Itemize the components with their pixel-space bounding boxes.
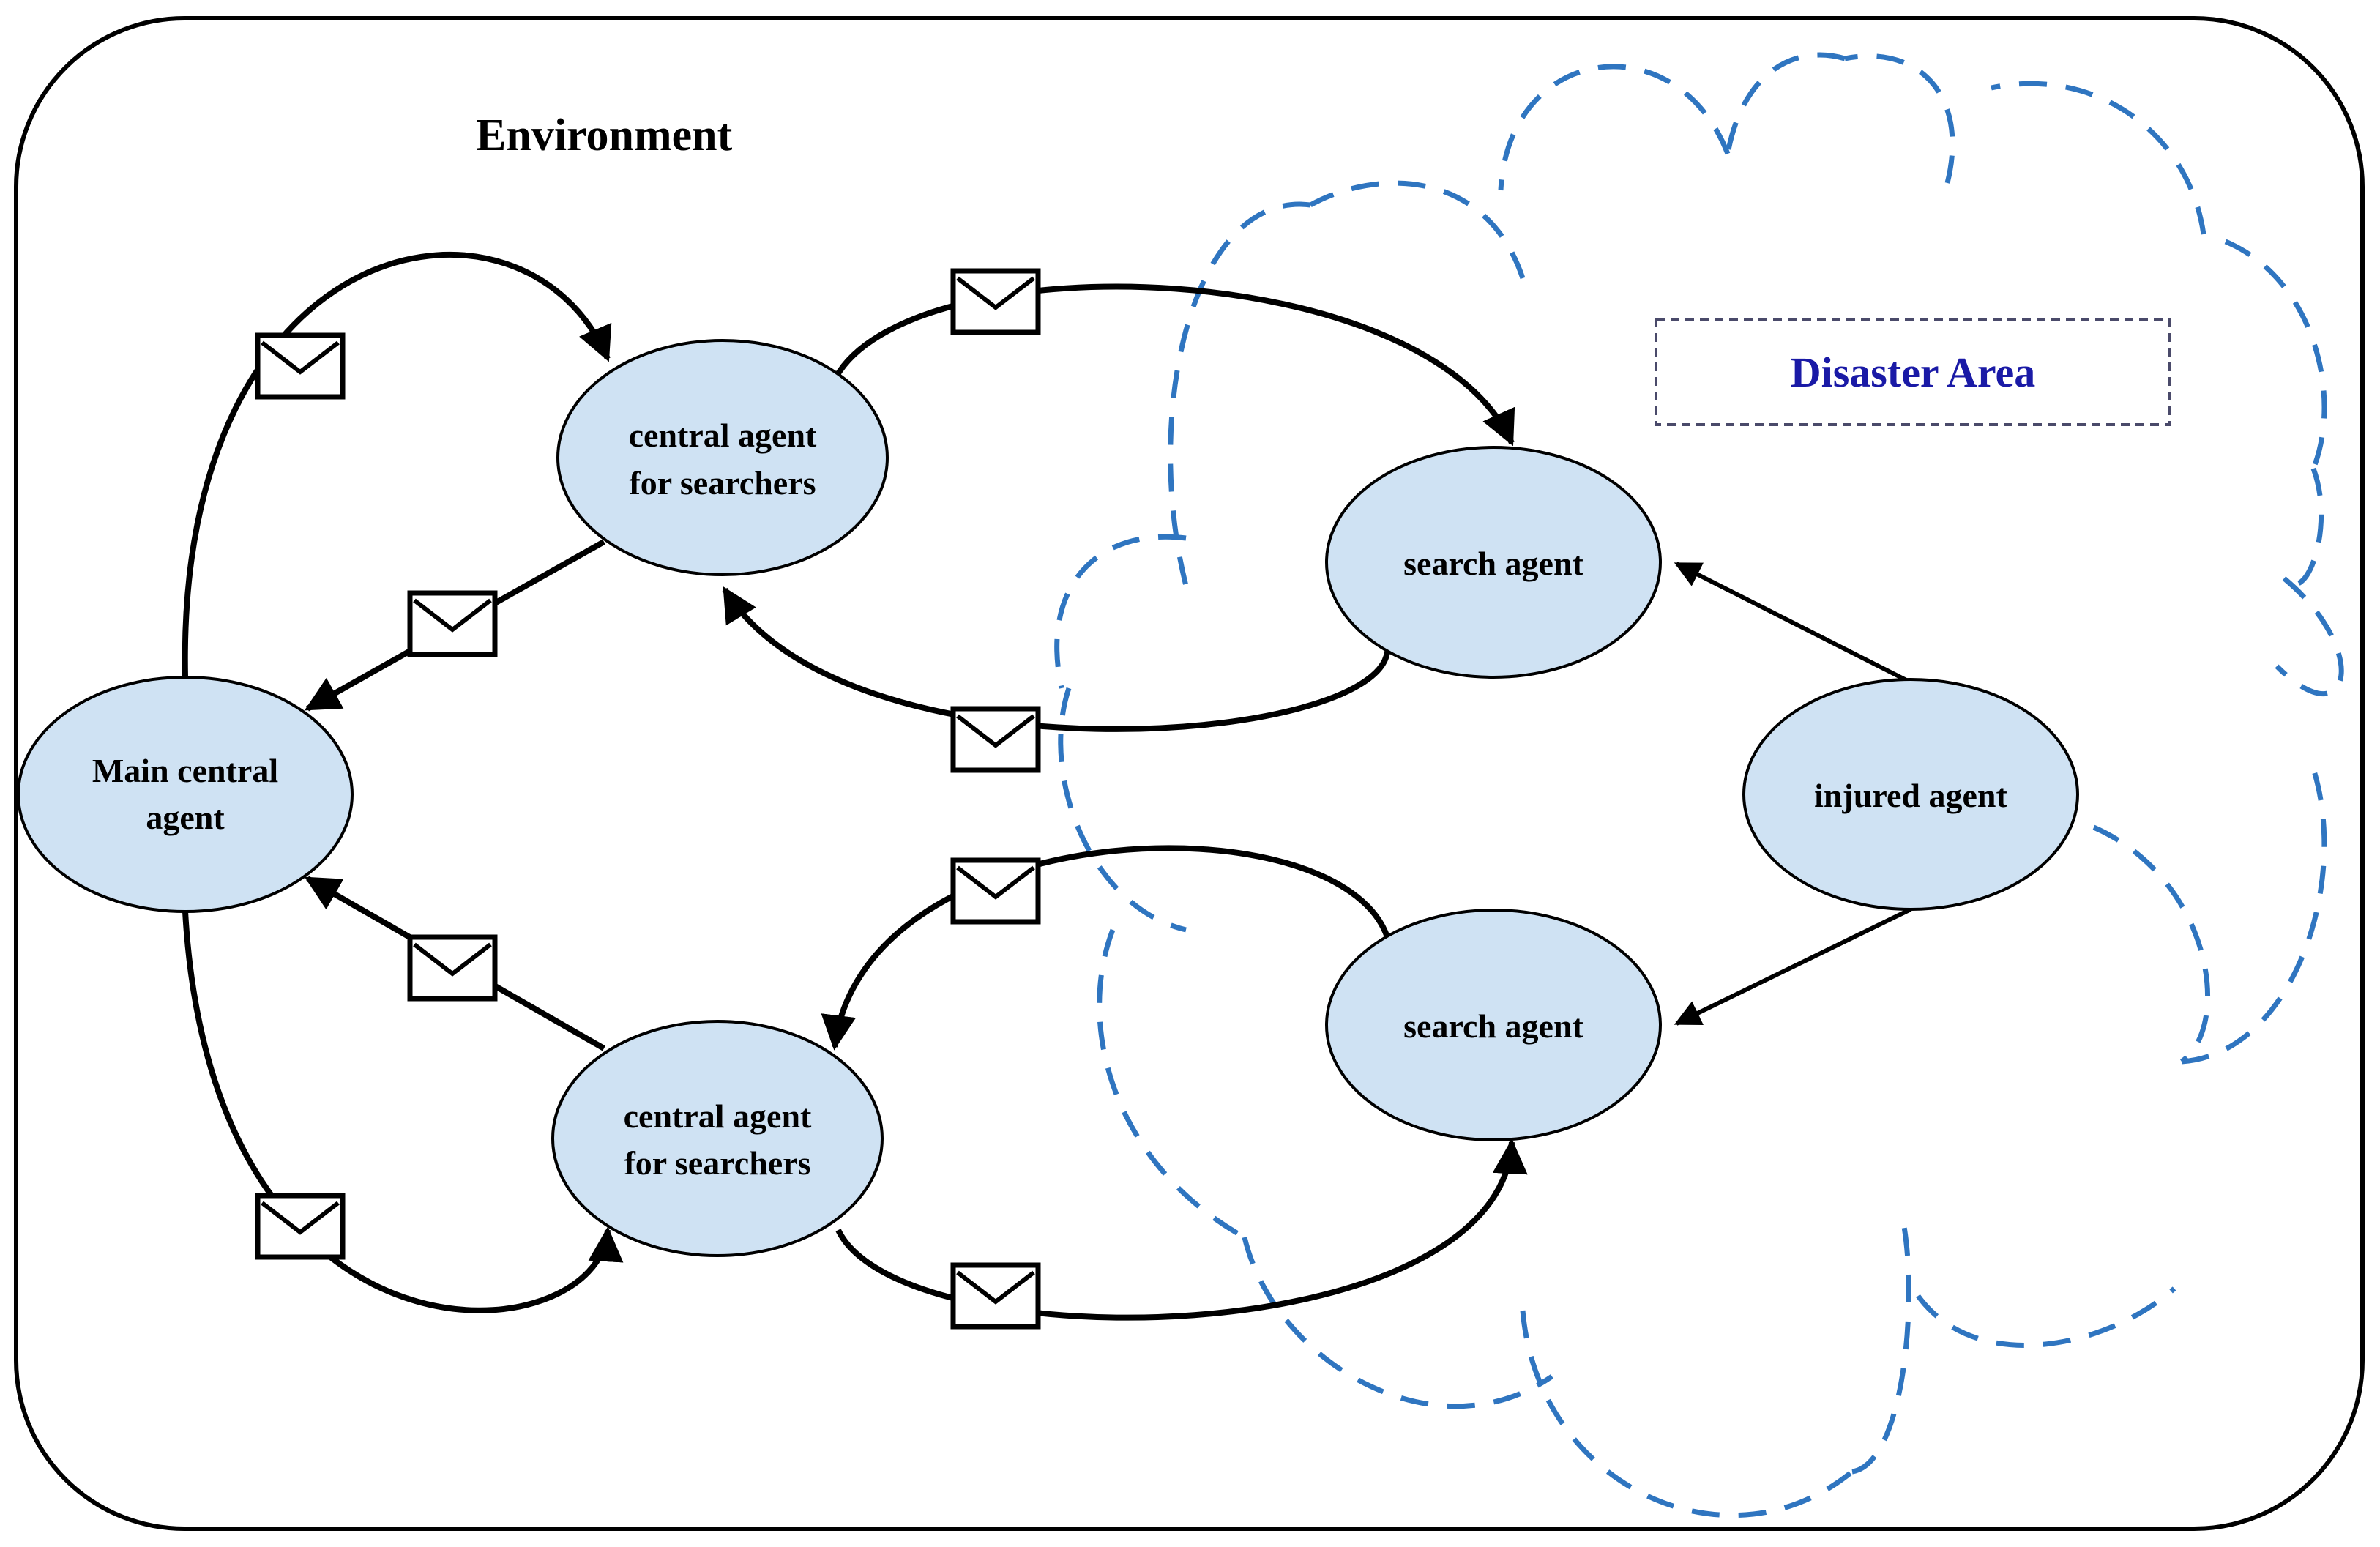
node-central-agent-bottom: central agent for searchers [551, 1020, 884, 1257]
node-search-agent-top: search agent [1325, 446, 1662, 679]
message-central-top-to-main-icon [410, 593, 495, 655]
message-main-to-central-bottom-icon [258, 1196, 343, 1257]
node-label: for searchers [629, 464, 816, 502]
node-search-agent-bottom: search agent [1325, 909, 1662, 1141]
node-label: agent [146, 799, 225, 836]
node-label: search agent [1403, 545, 1583, 582]
disaster-area-box [1655, 318, 2171, 426]
node-central-agent-top: central agent for searchers [556, 339, 889, 576]
link-main-to-central-top [182, 252, 612, 678]
node-label: injured agent [1814, 777, 2007, 814]
node-label: Main central [92, 752, 278, 789]
link-injured-to-search-bottom [1674, 907, 1912, 1026]
link-injured-to-search-top [1674, 562, 1912, 685]
link-search-bottom-to-central-bottom [821, 845, 1390, 1051]
disaster-area-cloud [1054, 52, 2344, 1518]
message-search-bottom-to-central-bottom-icon [953, 860, 1038, 922]
connections [182, 252, 1912, 1321]
message-search-top-to-central-top-icon [953, 709, 1038, 770]
node-injured-agent: injured agent [1742, 678, 2079, 911]
disaster-area-label: Disaster Area [1791, 348, 2036, 396]
node-label: search agent [1403, 1007, 1583, 1045]
message-main-to-central-top-icon [258, 335, 343, 397]
link-central-top-to-search-top [835, 283, 1515, 447]
node-label: central agent [624, 1097, 812, 1135]
node-label: central agent [629, 417, 817, 454]
link-main-to-central-bottom [182, 911, 624, 1313]
environment-title: Environment [476, 111, 733, 160]
message-central-top-to-search-top-icon [953, 271, 1038, 332]
node-main-central-agent: Main central agent [17, 676, 354, 913]
message-central-bottom-to-search-bottom-icon [953, 1265, 1038, 1327]
node-label: for searchers [624, 1144, 810, 1182]
link-central-bottom-to-search-bottom [835, 1138, 1528, 1321]
link-search-top-to-central-top [722, 586, 1390, 732]
message-central-bottom-to-main-icon [410, 937, 495, 999]
